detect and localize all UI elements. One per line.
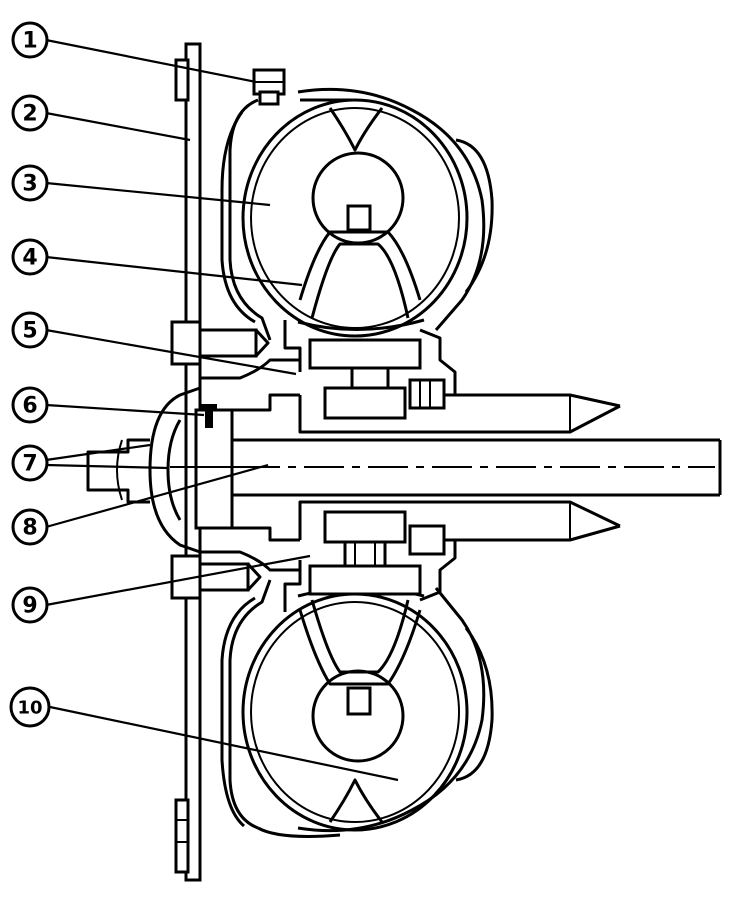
converter-housing-upper <box>220 87 494 341</box>
stator-clutch-lower <box>283 510 457 612</box>
callout-label-3: 3 <box>22 172 37 197</box>
converter-housing-lower <box>220 579 494 838</box>
callout-label-2: 2 <box>22 102 37 127</box>
callout-1: 1 <box>11 21 49 59</box>
turbine-shaft <box>170 438 722 497</box>
callout-10: 10 <box>9 686 51 728</box>
drain-plug <box>201 404 217 428</box>
callout-2: 2 <box>11 94 49 132</box>
stator-support-tube <box>298 393 621 542</box>
callout-7: 7 <box>11 444 49 482</box>
callout-label-1: 1 <box>22 29 37 54</box>
pilot-hub <box>86 438 150 504</box>
bolt-upper-mount <box>170 320 270 366</box>
turbine-torus-lower <box>241 586 469 832</box>
callout-9: 9 <box>11 586 49 624</box>
callout-label-5: 5 <box>22 319 37 344</box>
hub-cover <box>148 358 300 572</box>
stator-clutch-upper <box>283 320 457 420</box>
callout-label-8: 8 <box>22 516 37 541</box>
bolt-lower-mount <box>170 554 262 600</box>
callout-4: 4 <box>11 238 49 276</box>
callout-label-4: 4 <box>22 246 37 271</box>
callout-6: 6 <box>11 386 49 424</box>
bolt-top <box>252 68 286 106</box>
callout-3: 3 <box>11 164 49 202</box>
callout-label-7: 7 <box>22 452 37 477</box>
callout-label-9: 9 <box>22 594 37 619</box>
callout-5: 5 <box>11 311 49 349</box>
callout-label-6: 6 <box>22 394 37 419</box>
callout-8: 8 <box>11 508 49 546</box>
callout-label-10: 10 <box>17 698 42 719</box>
turbine-torus-upper <box>241 98 469 338</box>
leader-lines <box>45 38 399 782</box>
